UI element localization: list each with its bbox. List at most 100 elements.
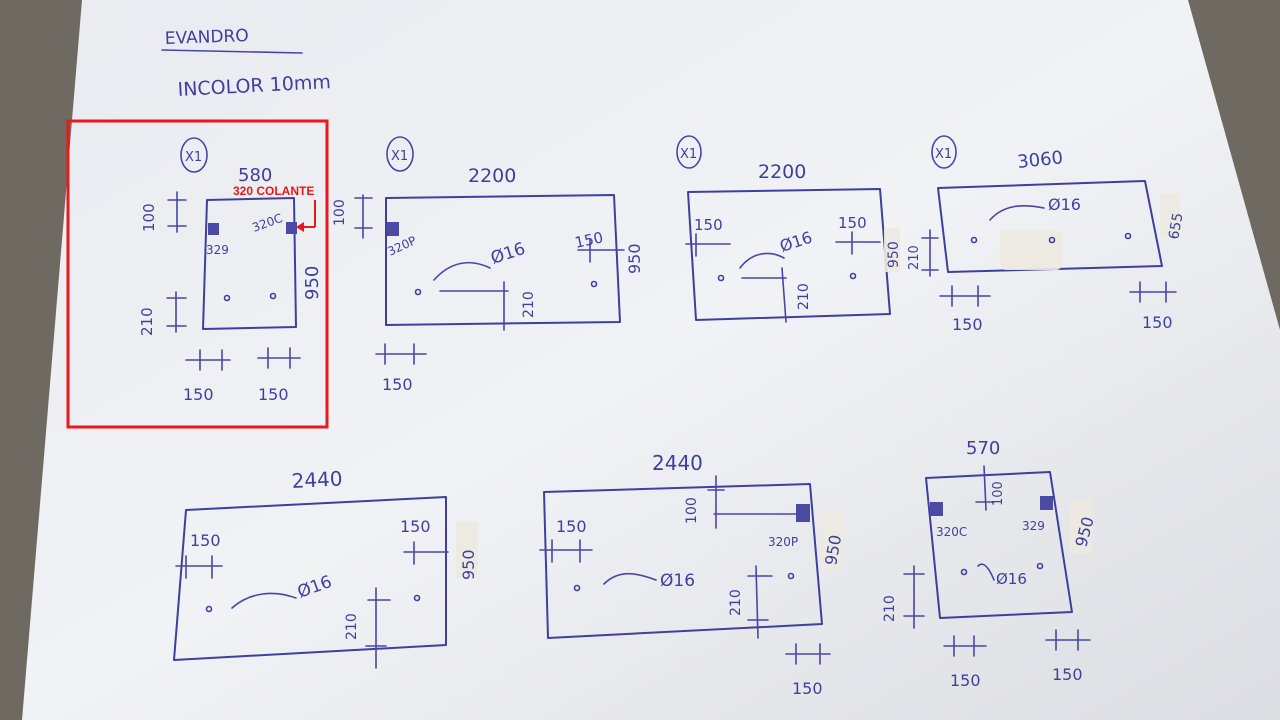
hole: [1124, 232, 1132, 240]
top-offset-label: 100: [140, 203, 158, 232]
drawing-5: 2440 150 150 Ø16 210 950: [173, 466, 478, 669]
leader-squiggle: [989, 205, 1045, 221]
hole-offset-label: 210: [344, 613, 360, 640]
hole-left-label: 150: [382, 375, 413, 394]
glass-panel-outline: [202, 197, 297, 330]
qty-circle: [386, 136, 414, 172]
hardware-marker: [286, 222, 297, 234]
drawing-7: 570 320C 329 100 Ø16 950 210 150 150: [882, 438, 1098, 690]
width-label: 2440: [291, 466, 343, 493]
hardware-marker: [796, 504, 810, 522]
hole-offset-label: 210: [882, 595, 898, 622]
hole: [717, 274, 725, 282]
leader-squiggle: [433, 261, 491, 281]
paper-sheet: [22, 0, 1280, 720]
hole: [590, 280, 598, 288]
drawing-4: X1 3060 Ø16 655 210 150 150: [907, 135, 1187, 334]
qty-label: X1: [680, 147, 697, 162]
drawing-1: X1 580 329 320C 950 100 210 150 150: [138, 137, 323, 404]
leader-squiggle: [977, 563, 995, 581]
leader-squiggle: [231, 592, 297, 609]
hole: [205, 605, 213, 613]
hole: [414, 288, 422, 296]
annotation-box: [66, 119, 329, 429]
hole-left-label: 150: [190, 531, 221, 550]
qty-label: X1: [185, 150, 202, 165]
height-label: 950: [459, 549, 478, 580]
drawing-6: 2440 320P 100 150 Ø16 210 950 150: [539, 451, 845, 698]
hole-right-label: 150: [573, 228, 605, 252]
height-label: 950: [302, 266, 323, 300]
hole-left-label: 150: [694, 216, 723, 234]
hardware-label: 320C: [936, 525, 967, 539]
annotation-label: 320 COLANTE: [233, 184, 314, 198]
glass-panel-outline: [925, 471, 1073, 619]
hole-diameter-label: Ø16: [996, 570, 1027, 588]
hole-right-label: 150: [838, 214, 867, 232]
glass-panel-outline: [173, 496, 447, 661]
glass-panel-outline: [543, 483, 823, 639]
top-offset-label: 100: [332, 199, 348, 226]
hardware-label: 320P: [768, 535, 798, 549]
qty-circle: [676, 135, 702, 169]
hole: [960, 568, 968, 576]
hardware-marker: [208, 223, 219, 235]
height-label: 950: [625, 243, 644, 274]
qty-label: X1: [935, 147, 952, 162]
hole: [1036, 562, 1044, 570]
hole-offset-label: 210: [907, 245, 922, 270]
header-underline: [161, 49, 303, 54]
hole-diameter-label: Ø16: [660, 571, 695, 591]
width-label: 570: [966, 438, 1000, 459]
red-annotation: 320 COLANTE: [66, 119, 329, 429]
tape-piece: [822, 514, 844, 570]
height-label: 950: [886, 241, 902, 268]
hole-right-label: 150: [400, 517, 431, 536]
hole-right-label: 150: [258, 385, 289, 404]
hardware-label: 329: [1022, 519, 1045, 533]
tape-piece: [1070, 500, 1092, 554]
hole-left-label: 150: [950, 671, 981, 690]
glass-panel-outline: [385, 194, 621, 326]
hole: [1048, 236, 1056, 244]
qty-label: X1: [391, 149, 408, 164]
hole: [413, 594, 421, 602]
hole-offset-label: 210: [796, 283, 812, 310]
hole-offset-label: 210: [521, 291, 537, 318]
glass-panel-outline: [937, 180, 1163, 273]
dimension-line: [781, 267, 787, 323]
hole-left-label: 150: [183, 385, 214, 404]
hardware-marker: [1040, 496, 1053, 510]
hardware-marker: [930, 502, 943, 516]
width-label: 2200: [468, 165, 516, 187]
hole-right-label: 150: [792, 679, 823, 698]
width-label: 2440: [652, 451, 703, 475]
dimension-line: [755, 565, 759, 639]
width-label: 3060: [1016, 147, 1064, 173]
tape-piece: [1160, 194, 1180, 238]
top-offset-label: 100: [991, 481, 1006, 506]
leader-squiggle: [739, 252, 785, 269]
hardware-label: 329: [206, 243, 229, 257]
qty-circle: [931, 135, 957, 169]
tape-piece: [1000, 230, 1062, 270]
annotation-arrowhead: [296, 222, 304, 232]
hole: [223, 294, 231, 302]
hole-left-label: 150: [952, 315, 983, 334]
hole-right-label: 150: [1142, 313, 1173, 332]
hole-left-label: 150: [556, 517, 587, 536]
hole-diameter-label: Ø16: [1048, 195, 1081, 214]
leader-squiggle: [603, 572, 657, 585]
hole-offset-label: 210: [728, 589, 744, 616]
tape-piece: [884, 228, 900, 272]
hole: [849, 272, 857, 280]
glass-panel-outline: [687, 188, 891, 321]
hardware-marker: [387, 222, 399, 236]
top-offset-label: 100: [684, 497, 700, 524]
hole: [269, 292, 277, 300]
height-label: 655: [1166, 212, 1186, 241]
hole-offset-label: 210: [138, 307, 156, 336]
width-label: 2200: [758, 161, 806, 183]
